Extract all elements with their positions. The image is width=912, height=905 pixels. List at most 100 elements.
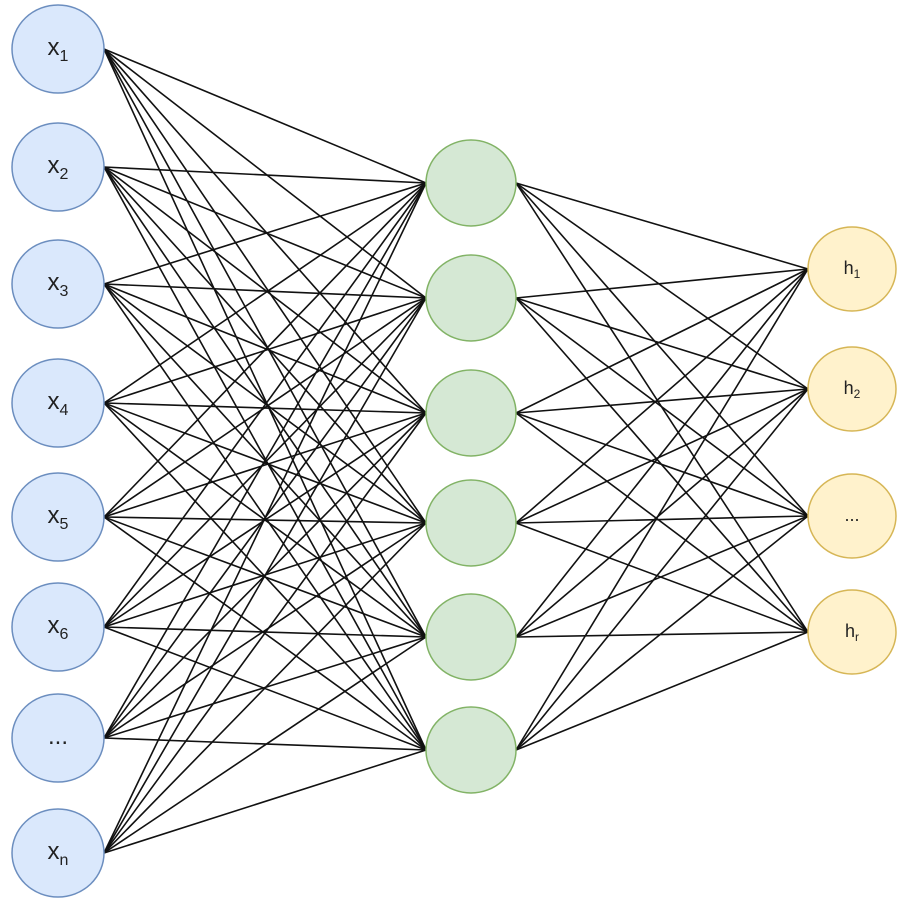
input-node-3: x3 — [11, 239, 105, 329]
edge-input-3-hidden-1 — [103, 182, 427, 285]
edge-hidden-6-output-2 — [515, 388, 809, 751]
edge-hidden-4-output-2 — [515, 388, 809, 524]
edge-input-7-hidden-6 — [103, 737, 427, 751]
edge-input-3-hidden-3 — [103, 283, 427, 414]
input-node-label: ... — [48, 723, 68, 750]
edge-hidden-5-output-4 — [515, 631, 809, 638]
edge-input-2-hidden-3 — [103, 166, 427, 414]
input-node-5: x5 — [11, 472, 105, 562]
edge-hidden-3-output-2 — [515, 388, 809, 414]
edge-hidden-6-output-3 — [515, 515, 809, 751]
edge-hidden-5-output-1 — [515, 268, 809, 638]
edge-hidden-3-output-3 — [515, 412, 809, 517]
hidden-node-1 — [425, 139, 517, 227]
input-node-label: x3 — [48, 269, 69, 300]
output-node-1: h1 — [807, 226, 897, 312]
output-node-label: hr — [845, 621, 859, 644]
edge-input-6-hidden-3 — [103, 412, 427, 628]
hidden-node-circle — [425, 706, 517, 794]
edge-input-6-hidden-1 — [103, 182, 427, 628]
edge-input-7-hidden-1 — [103, 182, 427, 739]
input-node-circle — [11, 239, 105, 329]
output-node-3: ... — [807, 473, 897, 559]
output-node-circle — [807, 589, 897, 675]
hidden-node-circle — [425, 479, 517, 567]
hidden-node-circle — [425, 254, 517, 342]
output-node-2: h2 — [807, 346, 897, 432]
edge-hidden-2-output-3 — [515, 297, 809, 517]
input-node-2: x2 — [11, 122, 105, 212]
input-node-label: x2 — [48, 152, 69, 183]
input-node-7: ... — [11, 693, 105, 783]
edge-input-8-hidden-3 — [103, 412, 427, 854]
input-node-8: xn — [11, 808, 105, 898]
edge-input-6-hidden-2 — [103, 297, 427, 628]
edge-input-8-hidden-6 — [103, 749, 427, 854]
input-node-label: x6 — [48, 612, 69, 643]
output-node-label: h1 — [844, 258, 861, 281]
hidden-node-circle — [425, 369, 517, 457]
edge-hidden-1-output-2 — [515, 182, 809, 390]
edge-hidden-2-output-1 — [515, 268, 809, 299]
edge-hidden-4-output-4 — [515, 522, 809, 633]
edge-hidden-6-output-1 — [515, 268, 809, 751]
hidden-node-3 — [425, 369, 517, 457]
edge-input-2-hidden-5 — [103, 166, 427, 638]
edge-hidden-1-output-3 — [515, 182, 809, 517]
edge-input-1-hidden-2 — [103, 48, 427, 299]
input-node-6: x6 — [11, 582, 105, 672]
hidden-node-circle — [425, 593, 517, 681]
input-node-circle — [11, 582, 105, 672]
edge-input-8-hidden-2 — [103, 297, 427, 854]
edge-hidden-2-output-2 — [515, 297, 809, 390]
input-node-label: x5 — [48, 502, 69, 533]
edge-input-5-hidden-3 — [103, 412, 427, 518]
edge-input-2-hidden-6 — [103, 166, 427, 751]
input-node-label: xn — [48, 838, 69, 869]
edge-input-2-hidden-1 — [103, 166, 427, 184]
input-node-circle — [11, 808, 105, 898]
input-node-1: x1 — [11, 4, 105, 94]
input-node-circle — [11, 472, 105, 562]
edge-input-1-hidden-1 — [103, 48, 427, 184]
edge-input-1-hidden-5 — [103, 48, 427, 638]
edge-hidden-4-output-1 — [515, 268, 809, 524]
edge-input-8-hidden-1 — [103, 182, 427, 854]
edge-input-8-hidden-4 — [103, 522, 427, 854]
edge-hidden-5-output-2 — [515, 388, 809, 638]
input-node-label: x1 — [48, 34, 69, 65]
edge-hidden-3-output-1 — [515, 268, 809, 414]
hidden-node-6 — [425, 706, 517, 794]
output-node-circle — [807, 226, 897, 312]
hidden-node-4 — [425, 479, 517, 567]
edge-input-3-hidden-4 — [103, 283, 427, 524]
output-node-label: ... — [844, 505, 859, 525]
edge-input-8-hidden-5 — [103, 636, 427, 854]
edge-input-1-hidden-6 — [103, 48, 427, 751]
connections — [103, 48, 809, 854]
output-node-4: hr — [807, 589, 897, 675]
edge-hidden-3-output-4 — [515, 412, 809, 633]
hidden-node-5 — [425, 593, 517, 681]
edge-input-1-hidden-3 — [103, 48, 427, 414]
edge-input-2-hidden-4 — [103, 166, 427, 524]
input-node-circle — [11, 693, 105, 783]
edge-input-5-hidden-2 — [103, 297, 427, 518]
edge-hidden-5-output-3 — [515, 515, 809, 638]
edge-hidden-6-output-4 — [515, 631, 809, 751]
edge-input-5-hidden-1 — [103, 182, 427, 518]
edge-hidden-1-output-1 — [515, 182, 809, 270]
edge-input-7-hidden-4 — [103, 522, 427, 739]
input-node-circle — [11, 122, 105, 212]
hidden-node-2 — [425, 254, 517, 342]
edge-hidden-4-output-3 — [515, 515, 809, 524]
nodes: x1 x2 x3 x4 x5 x6... xn h1 h2... hr — [11, 4, 897, 898]
input-node-circle — [11, 4, 105, 94]
input-node-4: x4 — [11, 358, 105, 448]
output-node-circle — [807, 346, 897, 432]
output-node-circle — [807, 473, 897, 559]
edge-input-4-hidden-1 — [103, 182, 427, 404]
input-node-label: x4 — [48, 388, 69, 419]
input-node-circle — [11, 358, 105, 448]
